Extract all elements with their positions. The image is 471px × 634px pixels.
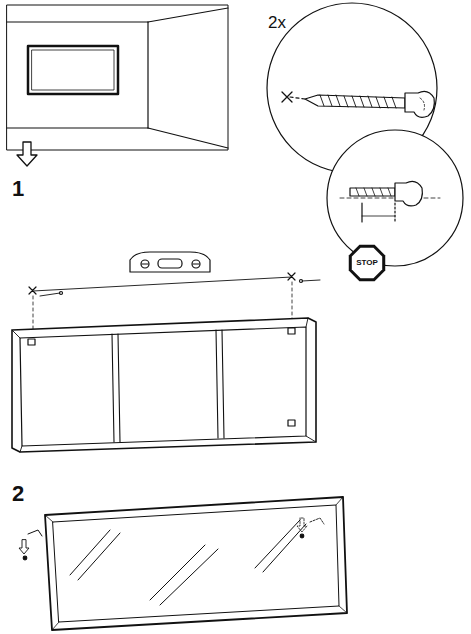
stop-text: STOP xyxy=(356,259,378,267)
stop-sign: STOP xyxy=(348,244,386,282)
step-number: 1 xyxy=(12,178,24,200)
quantity-label: 2x xyxy=(268,14,286,31)
step-number: 2 xyxy=(12,483,24,505)
